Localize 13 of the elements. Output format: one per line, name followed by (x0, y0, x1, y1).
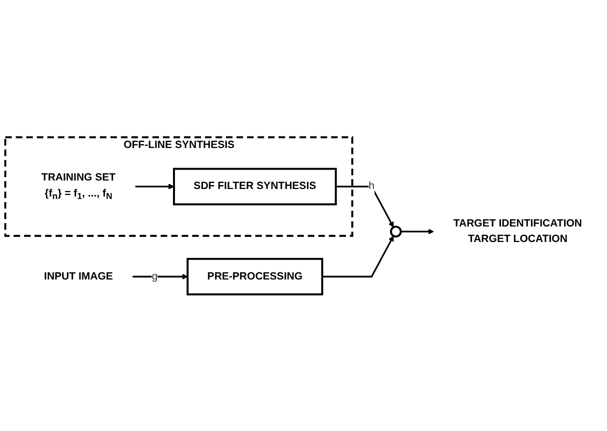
node-box: SDF FILTER SYNTHESIS (172, 168, 337, 205)
node-text: INPUT IMAGE (44, 270, 113, 282)
arrow (400, 228, 434, 234)
arrow (135, 183, 174, 190)
arrow (132, 273, 188, 280)
node-text: TARGET IDENTIFICATION TARGET LOCATION (453, 218, 582, 244)
node-box: PRE-PROCESSING (186, 258, 324, 296)
edge-label: h (368, 180, 375, 192)
node-circle (390, 225, 402, 238)
node-text: TRAINING SET {f$_{n}$} = f$_{1}$, ..., f$_{N}$ (41, 172, 116, 201)
arrow (336, 185, 394, 228)
edge-label: g (152, 270, 158, 282)
arrow (322, 235, 394, 278)
